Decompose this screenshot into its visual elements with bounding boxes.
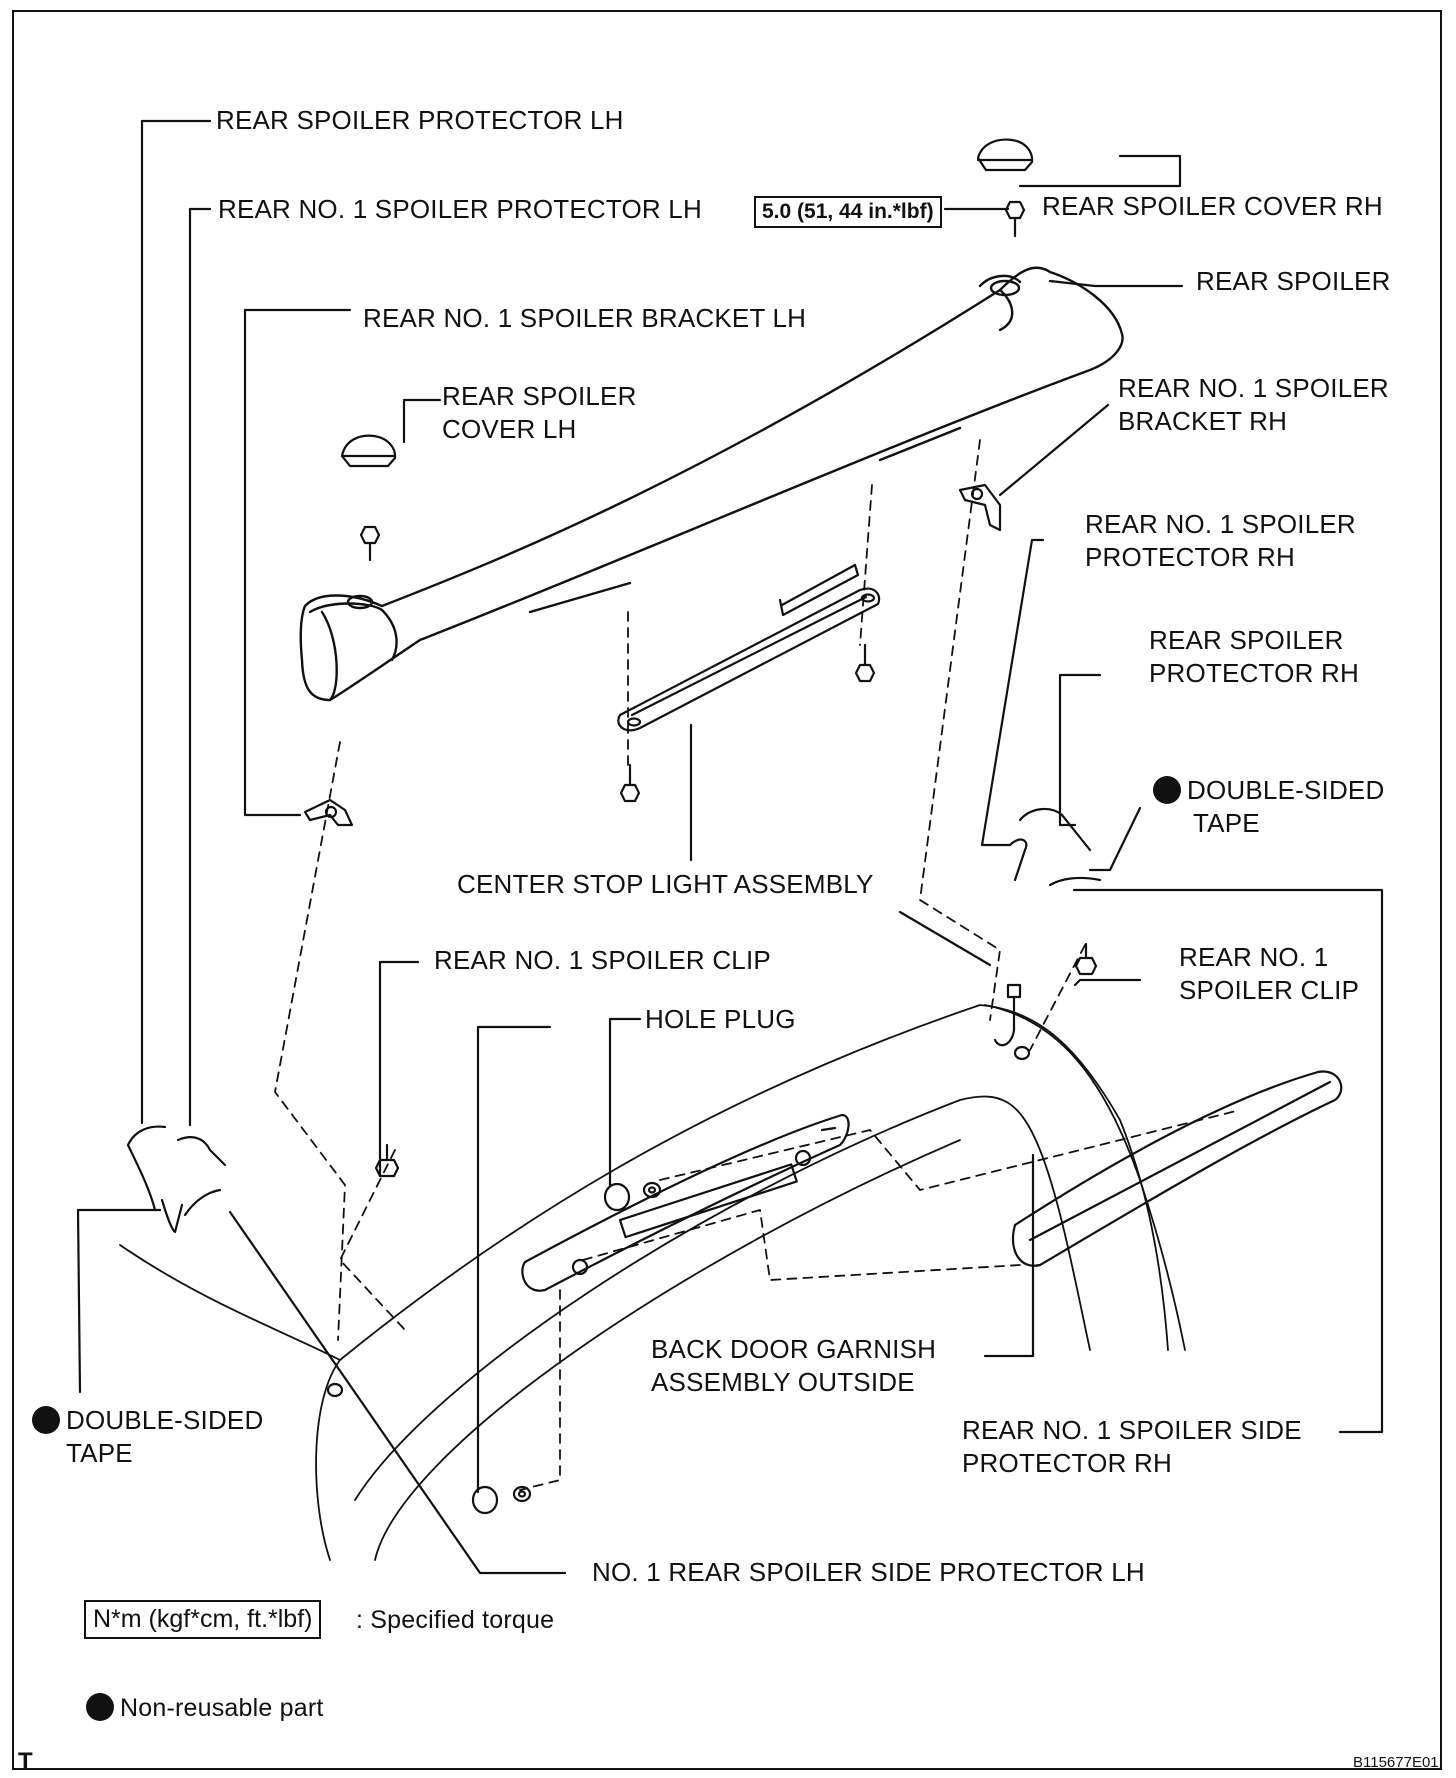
figure-id: B115677E01 (1353, 1754, 1439, 1771)
label-rear-spoiler: REAR SPOILER (1196, 266, 1391, 296)
label-double-sided-tape-lh: DOUBLE-SIDED TAPE (32, 1404, 263, 1470)
label-rear-no1-spoiler-clip-rh: REAR NO. 1 SPOILER CLIP (1179, 942, 1360, 1005)
footer-mark: T (18, 1748, 33, 1775)
label-rear-no1-spoiler-side-protector-rh: REAR NO. 1 SPOILER SIDE PROTECTOR RH (962, 1415, 1302, 1478)
leader-lines (76, 119, 1384, 1575)
label-rear-no1-spoiler-protector-rh: REAR NO. 1 SPOILER PROTECTOR RH (1085, 509, 1356, 572)
label-center-stop-light-assembly: CENTER STOP LIGHT ASSEMBLY (457, 869, 874, 899)
label-rear-spoiler-cover-rh: REAR SPOILER COVER RH (1042, 191, 1383, 221)
legend-non-reusable: Non-reusable part (86, 1692, 324, 1725)
spoiler-protectors (126, 807, 1102, 1234)
center-stop-light (617, 563, 881, 732)
back-door (119, 1004, 1186, 1561)
label-hole-plug: HOLE PLUG (645, 1004, 796, 1034)
label-back-door-garnish-assembly-outside: BACK DOOR GARNISH ASSEMBLY OUTSIDE (651, 1334, 937, 1397)
wire-harness (993, 983, 1022, 1047)
rear-spoiler (299, 266, 1124, 702)
hole-plugs (326, 1045, 1031, 1515)
bolts (359, 200, 1098, 1178)
non-reusable-dot (1153, 776, 1181, 804)
diagram-frame (12, 10, 1442, 1770)
non-reusable-dot (86, 1693, 114, 1721)
label-rear-spoiler-protector-lh: REAR SPOILER PROTECTOR LH (216, 105, 624, 135)
brackets (303, 483, 1002, 827)
side-protector-rh (1011, 1070, 1343, 1267)
torque-spec-box: 5.0 (51, 44 in.*lbf) (754, 196, 942, 228)
label-rear-no1-spoiler-bracket-rh: REAR NO. 1 SPOILER BRACKET RH (1118, 373, 1389, 436)
legend-torque-description: : Specified torque (356, 1606, 555, 1634)
alignment-lines (274, 439, 1241, 1491)
label-no1-rear-spoiler-side-protector-lh: NO. 1 REAR SPOILER SIDE PROTECTOR LH (592, 1557, 1145, 1587)
label-rear-no1-spoiler-bracket-lh: REAR NO. 1 SPOILER BRACKET LH (363, 303, 807, 333)
label-rear-spoiler-cover-lh: REAR SPOILER COVER LH (442, 381, 637, 444)
legend-torque-unit-box: N*m (kgf*cm, ft.*lbf) (84, 1600, 322, 1639)
label-rear-no1-spoiler-protector-lh: REAR NO. 1 SPOILER PROTECTOR LH (218, 194, 702, 224)
label-rear-no1-spoiler-clip-lh: REAR NO. 1 SPOILER CLIP (434, 945, 771, 975)
back-door-garnish (521, 1113, 850, 1292)
spoiler-covers (340, 138, 1034, 468)
label-double-sided-tape-rh: DOUBLE-SIDED TAPE (1153, 774, 1384, 840)
non-reusable-dot (32, 1406, 60, 1434)
label-rear-spoiler-protector-rh: REAR SPOILER PROTECTOR RH (1149, 625, 1359, 688)
